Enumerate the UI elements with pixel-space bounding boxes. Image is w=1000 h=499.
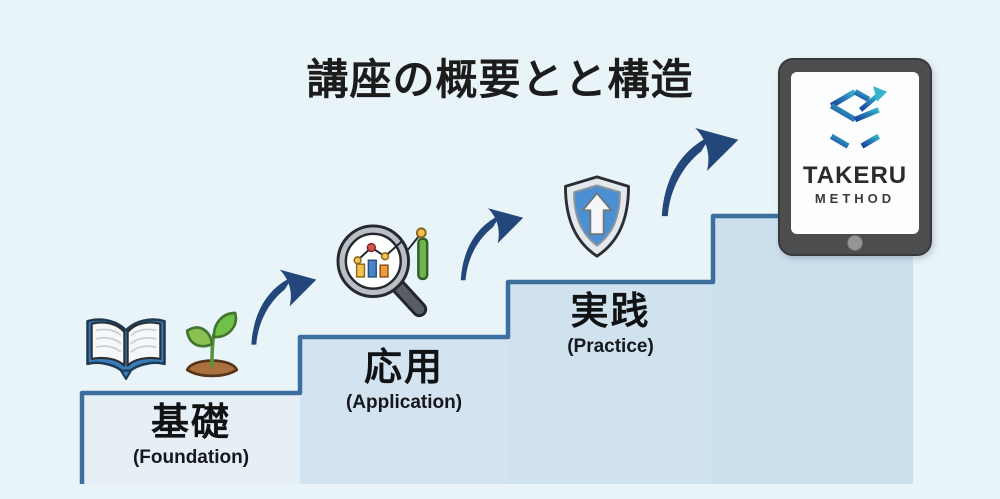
brand-subname: METHOD <box>814 191 896 206</box>
open-book-icon <box>84 312 168 389</box>
page-title: 講座の概要とと構造 <box>306 56 694 103</box>
step-2-fill <box>300 337 508 484</box>
step-2-label-sub: (Application) <box>345 391 463 413</box>
brand-name: TAKERU <box>802 162 908 189</box>
platform-fill <box>713 216 913 484</box>
arrow-step2-to-step3 <box>456 206 536 289</box>
arrow-step1-to-step2 <box>246 268 330 353</box>
step-1-fill <box>82 393 300 484</box>
arrow-step3-to-goal <box>652 126 758 225</box>
step-1-label: 基礎 (Foundation) <box>82 402 300 469</box>
shield-upgrade-icon <box>558 174 636 265</box>
step-3-fill <box>508 282 713 484</box>
sprout-icon <box>180 306 244 389</box>
cube-arrow-logo <box>828 86 888 152</box>
tablet-screen: TAKERU METHOD <box>791 72 919 234</box>
step-2-label: 応用 (Application) <box>300 347 508 414</box>
step-3-label: 実践 (Practice) <box>508 291 713 358</box>
step-1-label-sub: (Foundation) <box>132 446 250 468</box>
staircase-outline <box>79 213 788 484</box>
magnifier-chart-icon <box>336 224 438 327</box>
tablet-home-button <box>847 235 863 251</box>
step-1-label-kanji: 基礎 <box>150 402 231 444</box>
step-2-label-kanji: 応用 <box>363 347 444 389</box>
tablet-device: TAKERU METHOD <box>778 58 932 256</box>
step-3-label-kanji: 実践 <box>570 291 651 333</box>
step-3-label-sub: (Practice) <box>567 335 654 357</box>
